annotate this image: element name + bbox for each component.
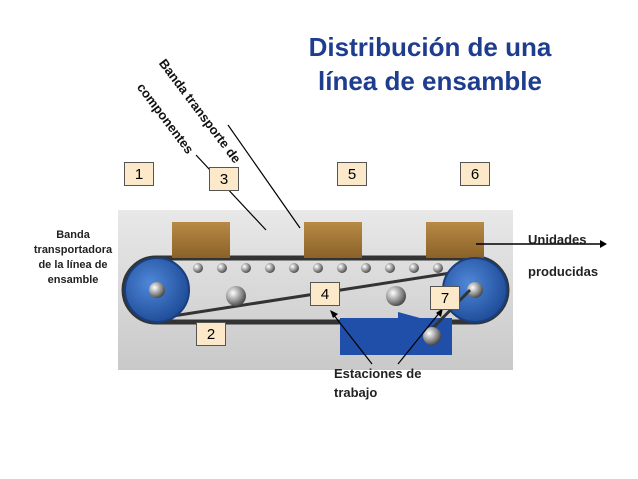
title-line-2: línea de ensamble bbox=[318, 66, 542, 96]
station-pointer-7 bbox=[397, 311, 441, 365]
assembly-belt-label-line-1: Banda bbox=[56, 229, 90, 241]
workstations-label: Estaciones de trabajo bbox=[334, 364, 421, 402]
workstation-block bbox=[340, 312, 452, 355]
title-line-1: Distribución de una bbox=[308, 32, 552, 62]
station-box-1: 1 bbox=[124, 162, 154, 186]
product-box-2 bbox=[304, 222, 362, 258]
station-box-5: 5 bbox=[337, 162, 367, 186]
workstations-label-line-2: trabajo bbox=[334, 385, 378, 400]
station-pointer-4 bbox=[332, 313, 373, 365]
right-pulley-hub bbox=[467, 282, 483, 298]
station-box-6: 6 bbox=[460, 162, 490, 186]
roller-row bbox=[193, 263, 443, 273]
assembly-belt-label: Banda transportadora de la línea de ensa… bbox=[28, 228, 118, 288]
assembly-belt-label-line-4: ensamble bbox=[47, 274, 99, 286]
idler-roller-right bbox=[386, 286, 406, 306]
station-box-7: 7 bbox=[430, 286, 460, 310]
product-box-3 bbox=[426, 222, 484, 258]
product-box-1 bbox=[172, 222, 230, 258]
diagram-title: Distribución de una línea de ensamble bbox=[280, 30, 580, 98]
produced-units-line-1: Unidades bbox=[528, 232, 587, 247]
left-pulley-hub bbox=[149, 282, 165, 298]
produced-units-label: Unidades producidas bbox=[528, 224, 598, 288]
workstation-wheel bbox=[423, 327, 441, 345]
station-box-2: 2 bbox=[196, 322, 226, 346]
idler-roller-left bbox=[226, 286, 246, 306]
produced-units-line-2: producidas bbox=[528, 264, 599, 279]
station-box-3: 3 bbox=[209, 167, 239, 191]
pointer-line-components bbox=[195, 154, 267, 231]
assembly-belt-label-line-2: transportadora bbox=[33, 244, 113, 256]
station-box-4: 4 bbox=[310, 282, 340, 306]
assembly-belt-label-line-3: de la línea de bbox=[38, 259, 108, 271]
pointer-line-belt bbox=[227, 124, 301, 229]
workstations-label-line-1: Estaciones de bbox=[334, 366, 422, 381]
